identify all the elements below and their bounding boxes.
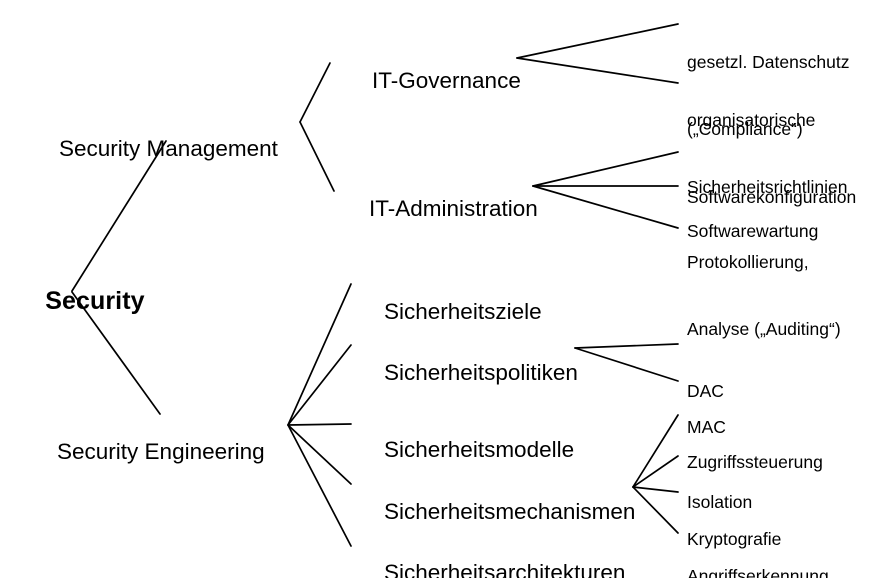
leaf-protokollierung[interactable]: Protokollierung, Analyse („Auditing“) bbox=[687, 206, 841, 385]
node-sicherheitspolitiken[interactable]: Sicherheitspolitiken bbox=[359, 334, 578, 412]
leaf-softwarewartung-line1: Softwarewartung bbox=[687, 220, 819, 241]
node-it-administration-label: IT-Administration bbox=[369, 195, 538, 221]
leaf-softwarewartung[interactable]: Softwarewartung bbox=[687, 175, 818, 287]
edge-security-to-security-engineering bbox=[71, 291, 161, 415]
edge-sicherheitsmechanismen-to-zugriffssteuerung bbox=[632, 414, 679, 488]
edge-security-engineering-to-sicherheitspolitiken bbox=[287, 344, 352, 426]
leaf-organisatorische-richtlinien[interactable]: organisatorische Sicherheitsrichtlinien bbox=[687, 64, 848, 243]
leaf-organisatorische-richtlinien-line1: organisatorische bbox=[687, 109, 816, 130]
edge-it-administration-to-protokollierung bbox=[532, 185, 679, 229]
leaf-angriffserkennung-line1: Angriffserkennung bbox=[687, 565, 829, 578]
edge-security-to-security-management bbox=[71, 140, 167, 292]
node-security-management-label: Security Management bbox=[59, 135, 278, 161]
leaf-protokollierung-line2: Analyse („Auditing“) bbox=[687, 318, 841, 339]
node-sicherheitsmechanismen[interactable]: Sicherheitsmechanismen bbox=[359, 473, 635, 551]
node-sicherheitsziele[interactable]: Sicherheitsziele bbox=[359, 273, 542, 351]
edge-security-engineering-to-sicherheitsmodelle bbox=[287, 423, 352, 426]
node-security-root[interactable]: Security bbox=[17, 258, 145, 344]
leaf-isolation[interactable]: Isolation bbox=[687, 446, 752, 558]
leaf-softwarekonfiguration-line1: Softwarekonfiguration bbox=[687, 186, 857, 207]
node-sicherheitsmechanismen-label: Sicherheitsmechanismen bbox=[384, 498, 636, 524]
edge-sicherheitsmechanismen-to-kryptografie bbox=[632, 486, 679, 493]
leaf-gesetzl-datenschutz[interactable]: gesetzl. Datenschutz („Compliance“) bbox=[687, 6, 849, 185]
node-sicherheitsmodelle[interactable]: Sicherheitsmodelle bbox=[359, 411, 574, 489]
node-sicherheitsziele-label: Sicherheitsziele bbox=[384, 298, 542, 324]
leaf-softwarekonfiguration[interactable]: Softwarekonfiguration bbox=[687, 141, 856, 253]
node-it-governance[interactable]: IT-Governance bbox=[347, 42, 521, 120]
edge-security-management-to-it-administration bbox=[299, 121, 335, 192]
edge-it-governance-to-organisatorische-richtlinien bbox=[516, 57, 679, 84]
edge-it-administration-to-softwarekonfiguration bbox=[532, 151, 679, 187]
node-security-management[interactable]: Security Management bbox=[34, 110, 278, 188]
leaf-zugriffssteuerung[interactable]: Zugriffssteuerung bbox=[687, 406, 823, 518]
leaf-dac[interactable]: DAC bbox=[687, 335, 724, 447]
edge-security-engineering-to-sicherheitsmechanismen bbox=[287, 424, 352, 485]
leaf-zugriffssteuerung-line1: Zugriffssteuerung bbox=[687, 451, 823, 472]
node-it-administration[interactable]: IT-Administration bbox=[344, 170, 538, 248]
leaf-kryptografie[interactable]: Kryptografie bbox=[687, 483, 781, 578]
leaf-organisatorische-richtlinien-line2: Sicherheitsrichtlinien bbox=[687, 176, 848, 197]
node-sicherheitsmodelle-label: Sicherheitsmodelle bbox=[384, 436, 575, 462]
leaf-mac[interactable]: MAC bbox=[687, 371, 726, 483]
node-security-engineering[interactable]: Security Engineering bbox=[32, 413, 265, 491]
edge-security-engineering-to-sicherheitsziele bbox=[287, 283, 352, 426]
leaf-angriffserkennung[interactable]: Angriffserkennung (Intrusion Detection) bbox=[687, 520, 845, 578]
edge-it-governance-to-gesetzl-datenschutz bbox=[516, 23, 679, 59]
leaf-gesetzl-datenschutz-line1: gesetzl. Datenschutz bbox=[687, 51, 850, 72]
edge-sicherheitsmechanismen-to-isolation bbox=[632, 455, 679, 488]
leaf-isolation-line1: Isolation bbox=[687, 491, 753, 512]
node-sicherheitsarchitekturen-label: Sicherheitsarchitekturen bbox=[384, 559, 626, 578]
node-security-root-label: Security bbox=[45, 286, 145, 315]
edge-sicherheitspolitiken-to-dac bbox=[574, 343, 679, 349]
leaf-gesetzl-datenschutz-line2: („Compliance“) bbox=[687, 118, 803, 139]
edge-security-engineering-to-sicherheitsarchitekturen bbox=[287, 424, 352, 547]
leaf-kryptografie-line1: Kryptografie bbox=[687, 528, 782, 549]
edge-sicherheitsmechanismen-to-angriffserkennung bbox=[632, 486, 679, 534]
node-sicherheitsarchitekturen[interactable]: Sicherheitsarchitekturen bbox=[359, 534, 625, 578]
node-it-governance-label: IT-Governance bbox=[372, 67, 521, 93]
node-security-engineering-label: Security Engineering bbox=[57, 438, 265, 464]
edge-security-management-to-it-governance bbox=[299, 62, 331, 123]
leaf-protokollierung-line1: Protokollierung, bbox=[687, 251, 809, 272]
node-sicherheitspolitiken-label: Sicherheitspolitiken bbox=[384, 359, 578, 385]
edge-sicherheitspolitiken-to-mac bbox=[574, 347, 679, 382]
leaf-mac-line1: MAC bbox=[687, 416, 726, 437]
leaf-dac-line1: DAC bbox=[687, 380, 724, 401]
